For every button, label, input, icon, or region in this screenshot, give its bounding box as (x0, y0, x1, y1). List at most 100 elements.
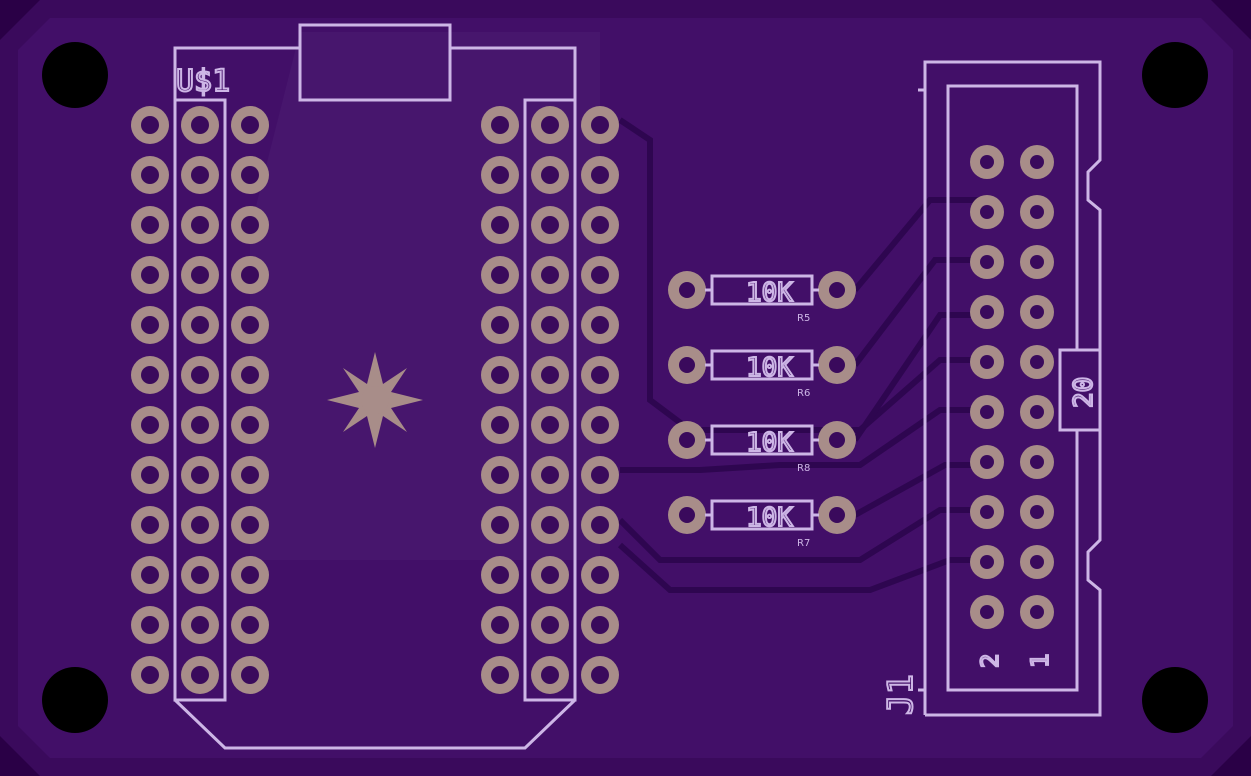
j1-pad (1020, 345, 1054, 379)
u1-pad (581, 356, 619, 394)
resistor-ref: R5 (797, 313, 810, 324)
u1-pad (531, 106, 569, 144)
j1-pad (1020, 145, 1054, 179)
u1-pad (181, 556, 219, 594)
u1-pad (181, 656, 219, 694)
u1-pad (131, 406, 169, 444)
u1-pad (481, 556, 519, 594)
u1-pad (131, 106, 169, 144)
j1-pad (1020, 395, 1054, 429)
u1-pad (131, 256, 169, 294)
u1-pad (531, 606, 569, 644)
u1-pad (531, 156, 569, 194)
u1-pad (231, 106, 269, 144)
resistor-pad (668, 346, 706, 384)
resistor-ref: R6 (797, 388, 810, 399)
resistor-pad (668, 271, 706, 309)
u1-pad (481, 406, 519, 444)
u1-pad (231, 406, 269, 444)
u1-pad (231, 456, 269, 494)
u1-pad (481, 506, 519, 544)
u1-pad (181, 256, 219, 294)
u1-pad (481, 456, 519, 494)
resistor-ref: R7 (797, 538, 810, 549)
j1-pad (970, 595, 1004, 629)
resistor-pad (818, 346, 856, 384)
u1-pad (481, 256, 519, 294)
j1-pad (1020, 595, 1054, 629)
j1-label: J1 (881, 674, 921, 715)
u1-pad (581, 406, 619, 444)
resistor-value: 10K (746, 428, 793, 458)
u1-pad (581, 206, 619, 244)
resistor-pad (818, 421, 856, 459)
u1-pad (481, 656, 519, 694)
j1-pad (970, 395, 1004, 429)
u1-pad (231, 606, 269, 644)
u1-pad (531, 506, 569, 544)
mounting-holes (42, 42, 1208, 733)
u1-pad (531, 556, 569, 594)
resistor-pad (818, 496, 856, 534)
u1-pad (181, 206, 219, 244)
u1-pad (181, 306, 219, 344)
j1-pad (970, 145, 1004, 179)
resistor-value: 10K (746, 353, 793, 383)
u1-pad (531, 656, 569, 694)
u1-pad (581, 656, 619, 694)
u1-pad (181, 356, 219, 394)
u1-pad (181, 456, 219, 494)
j1-connector-outline (918, 60, 1102, 717)
j1-pads (970, 145, 1054, 629)
u1-pad (531, 206, 569, 244)
j1-pad (1020, 545, 1054, 579)
u1-pad (131, 656, 169, 694)
j1-pad (1020, 295, 1054, 329)
resistor: 10K R7 (668, 496, 856, 549)
u1-pad (131, 506, 169, 544)
u1-pad (581, 256, 619, 294)
j1-pad (970, 345, 1004, 379)
mounting-hole-bottom-right (1142, 667, 1208, 733)
u1-pad (231, 206, 269, 244)
u1-pad (181, 156, 219, 194)
u1-pad (531, 356, 569, 394)
u1-pad (581, 606, 619, 644)
j1-pad (1020, 245, 1054, 279)
u1-pad (231, 306, 269, 344)
resistor-pad (668, 421, 706, 459)
u1-pad (481, 306, 519, 344)
j1-pad (1020, 195, 1054, 229)
j1-pad (1020, 445, 1054, 479)
j1-pad (970, 195, 1004, 229)
u1-pad (231, 356, 269, 394)
u1-pad (181, 606, 219, 644)
u1-pad (531, 256, 569, 294)
u1-pad (131, 606, 169, 644)
mounting-hole-bottom-left (42, 667, 108, 733)
resistor-pad (818, 271, 856, 309)
j1-pad (1020, 495, 1054, 529)
u1-pad (531, 306, 569, 344)
j1-pad (970, 295, 1004, 329)
u1-silkscreen (173, 23, 577, 750)
u1-pad (481, 106, 519, 144)
resistor-pad (668, 496, 706, 534)
resistor-value: 10K (746, 503, 793, 533)
fiducial-star-icon (327, 352, 423, 448)
u1-pad (481, 156, 519, 194)
u1-pad (131, 306, 169, 344)
u1-pads (131, 106, 619, 694)
u1-pad (581, 506, 619, 544)
u1-pad (581, 556, 619, 594)
u1-pad (531, 406, 569, 444)
u1-pad (481, 206, 519, 244)
j1-pad (970, 545, 1004, 579)
u1-pad (231, 156, 269, 194)
j1-pin-label-2: 2 (976, 654, 1004, 668)
u1-pad (131, 456, 169, 494)
u1-pad (231, 556, 269, 594)
